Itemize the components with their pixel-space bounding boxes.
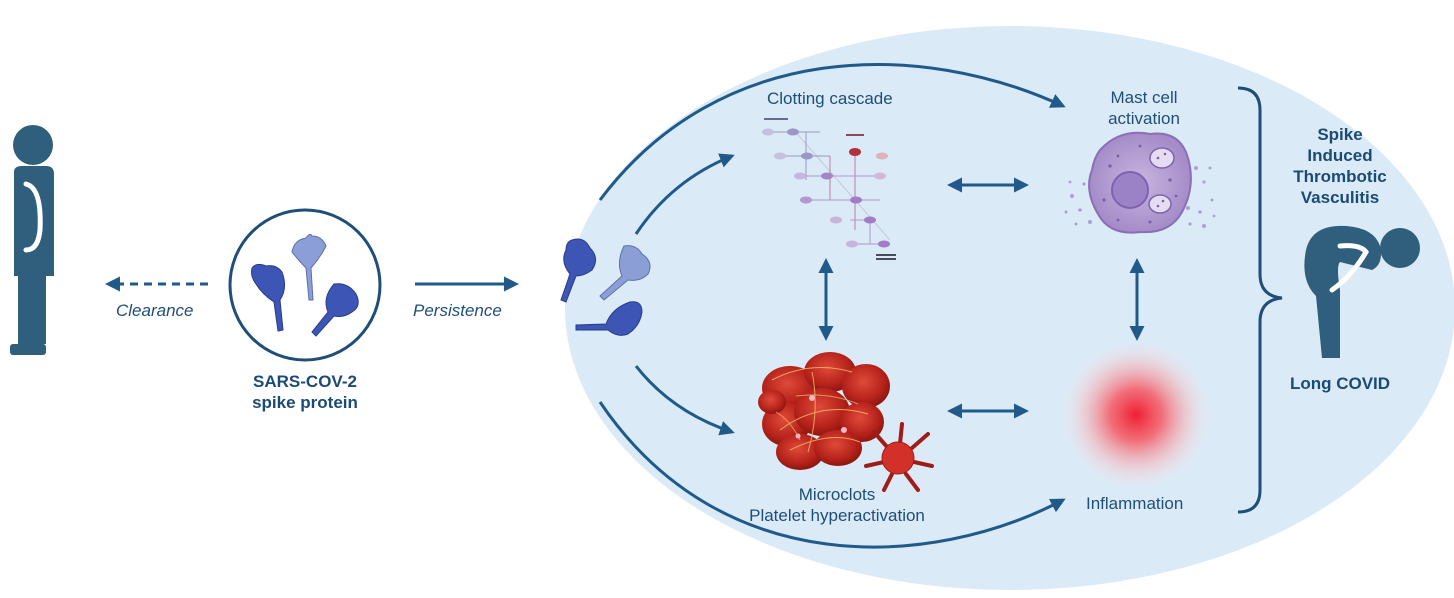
microclots-line-1: Microclots [798, 485, 876, 504]
bent-person-icon [1304, 225, 1420, 358]
spike-protein-line-2: spike protein [252, 393, 358, 412]
microclot-icon [758, 352, 890, 470]
clearance-label: Clearance [116, 301, 194, 320]
outcome-line-1: Spike [1317, 125, 1363, 144]
outcome-line-4: Vasculitis [1300, 188, 1380, 207]
mast-cell-label: Mast cell activation [1074, 87, 1214, 129]
arrow-to-microclots [634, 365, 735, 436]
curly-brace-icon [1237, 86, 1283, 514]
spike-protein-line-1: SARS-COV-2 [253, 372, 357, 391]
mast-cell-line-2: activation [1108, 109, 1180, 128]
mast-cell-icon [1064, 131, 1216, 234]
outcome-line-3: Thrombotic [1293, 167, 1387, 186]
persistence-label: Persistence [413, 301, 502, 320]
mast-cell-line-1: Mast cell [1110, 88, 1178, 107]
microclots-line-2: Platelet hyperactivation [749, 506, 925, 525]
arrow-to-clotting [634, 153, 735, 235]
outcome-line-2: Induced [1307, 146, 1373, 165]
long-covid-label: Long COVID [1289, 374, 1391, 393]
standing-person-icon [10, 125, 54, 355]
platelet-icon [864, 422, 934, 492]
arrow-to-inflammation [598, 401, 1066, 549]
spike-protein-icon [228, 208, 382, 362]
inflammation-label: Inflammation [1086, 494, 1184, 513]
inflammation-icon [1061, 340, 1211, 490]
clotting-cascade-label: Clotting cascade [767, 89, 893, 108]
outcome-label: Spike Induced Thrombotic Vasculitis [1285, 124, 1395, 208]
arrow-to-mast-cell [598, 63, 1066, 201]
persistent-spikes-icon [560, 238, 651, 336]
spike-protein-label: SARS-COV-2 spike protein [235, 371, 375, 413]
clotting-cascade-icon [762, 118, 896, 260]
microclots-label: Microclots Platelet hyperactivation [727, 484, 947, 526]
